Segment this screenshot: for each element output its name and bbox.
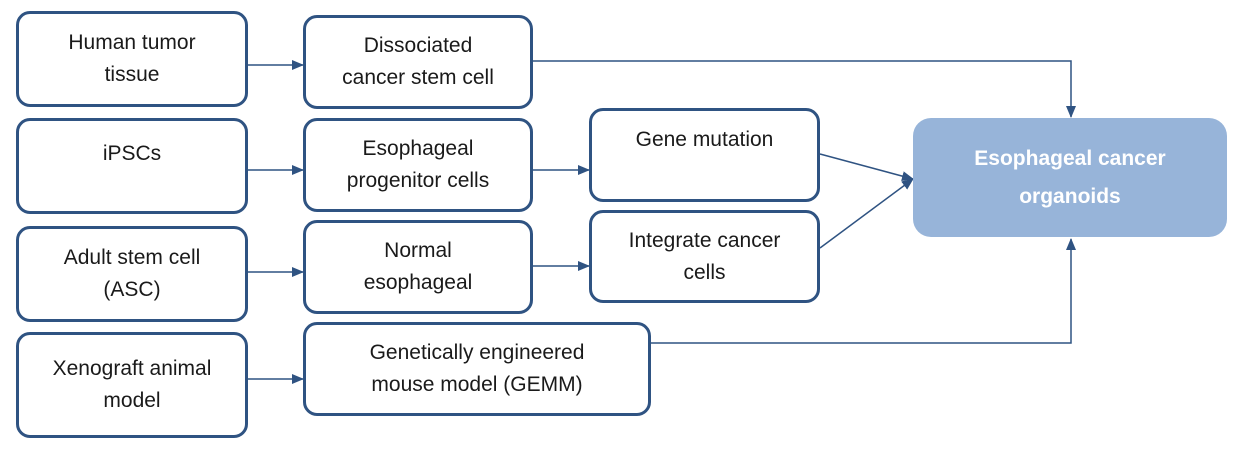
node-label-line: Gene mutation xyxy=(635,128,774,151)
node-esophageal-progenitor-cells: Esophageal progenitor cells xyxy=(303,118,533,212)
edge-gemm-to-organoids xyxy=(651,238,1076,344)
node-label-line: iPSCs xyxy=(102,142,162,165)
node-integrate-cancer-cells: Integrate cancer cells xyxy=(589,210,820,303)
node-label-line: (ASC) xyxy=(103,278,161,301)
edge-dissociated-cancer-stem-cell-to-organoids xyxy=(533,60,1076,118)
node-label-line: Dissociated xyxy=(363,34,473,57)
node-label-line: tissue xyxy=(104,63,160,86)
node-gene-mutation: Gene mutation xyxy=(589,108,820,202)
node-label-line: progenitor cells xyxy=(346,169,490,192)
node-dissociated-cancer-stem-cell: Dissociated cancer stem cell xyxy=(303,15,533,109)
node-label-line: organoids xyxy=(1019,184,1121,208)
node-label-line: model xyxy=(103,389,161,412)
node-label-line: Adult stem cell xyxy=(63,246,201,269)
node-label-line: esophageal xyxy=(363,271,473,294)
node-gemm: Genetically engineered mouse model (GEMM… xyxy=(303,322,651,416)
node-label-line: Human tumor xyxy=(68,31,196,54)
edge-gene-mutation-to-organoids xyxy=(819,153,914,181)
node-xenograft-animal-model: Xenograft animal model xyxy=(16,332,248,438)
node-label-line: Esophageal cancer xyxy=(974,146,1166,170)
node-label-line: Esophageal xyxy=(362,137,474,160)
node-label-line: Integrate cancer xyxy=(628,228,781,252)
node-label-line: Genetically engineered xyxy=(369,341,585,364)
node-esophageal-cancer-organoids: Esophageal cancer organoids xyxy=(913,118,1227,237)
node-ipscs: iPSCs xyxy=(16,118,248,214)
node-normal-esophageal: Normal esophageal xyxy=(303,220,533,314)
node-label-line: Xenograft animal xyxy=(52,357,212,380)
node-label-line: mouse model (GEMM) xyxy=(371,373,583,396)
node-adult-stem-cell: Adult stem cell (ASC) xyxy=(16,226,248,322)
node-human-tumor-tissue: Human tumor tissue xyxy=(16,11,248,107)
node-label-line: cells xyxy=(683,260,726,284)
edge-integrate-cancer-cells-to-organoids xyxy=(819,178,914,249)
node-label-line: Normal xyxy=(384,239,452,262)
node-label-line: cancer stem cell xyxy=(342,66,494,89)
